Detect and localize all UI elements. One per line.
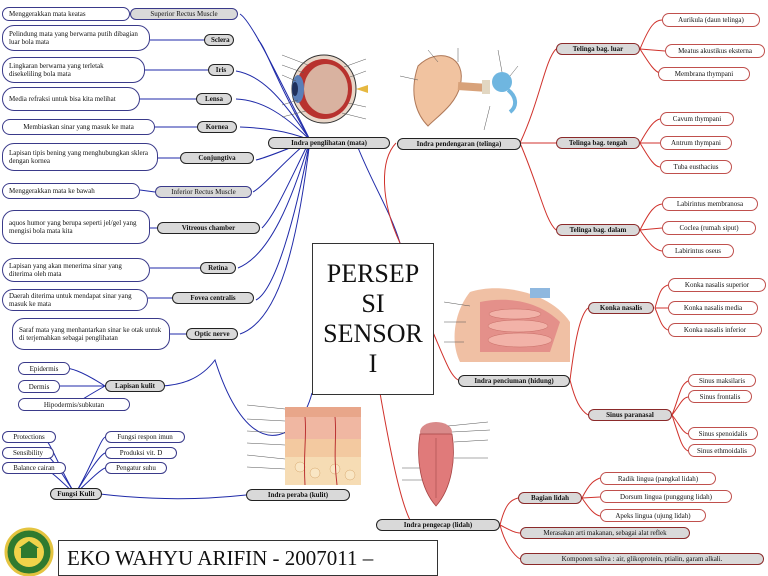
nose-sinus-spenoidalis: Sinus spenoidalis [688,427,758,440]
title-line-4: I [368,349,378,378]
eye-tag-kornea: Kornea [197,121,237,133]
eye-tag-lensa: Lensa [196,93,232,105]
author-banner: EKO WAHYU ARIFIN - 2007011 – [58,540,438,576]
tongue-extra-saliva: Komponen saliva : air, glikoprotein, pti… [520,553,764,565]
eye-tag-retina: Retina [200,262,236,274]
skin-fungsi-sensibility: Sensibility [2,447,54,459]
nose-konka-media: Konka nasalis media [668,301,758,315]
eye-tag-optic-nerve: Optic nerve [186,328,238,340]
eye-tag-iris: Iris [208,64,234,76]
title-line-3: SENSOR [323,319,423,348]
ear-dalam-labirintus-oseus: Labirintus oseus [662,244,734,258]
eye-desc-retina: Lapisan yang akan menerima sinar yang di… [2,258,150,282]
ear-luar-membrana: Membrana thympani [658,67,750,81]
tongue-radik: Radik lingua (pangkal lidah) [600,472,716,485]
tongue-extra-fungsi: Merasakan arti makanan, sebagai alat ref… [520,527,690,539]
nose-sinus-tag: Sinus paranasal [588,409,672,421]
eye-tag-sclera: Sclera [204,34,234,46]
ear-luar-tag: Telinga bag. luar [556,43,640,55]
tongue-branch-label: Indra pengecap (lidah) [376,519,500,531]
main-title: PERSEP SI SENSOR I [323,259,423,379]
eye-tag-conjungtiva: Conjungtiva [180,152,254,164]
title-line-1: PERSEP [326,259,420,288]
nose-konka-inferior: Konka nasalis inferior [668,323,762,337]
skin-branch-label: Indra peraba (kulit) [246,489,350,501]
author-text: EKO WAHYU ARIFIN - 2007011 – [67,546,374,570]
school-logo [4,527,54,576]
eye-desc-vitreous: aquos humor yang berupa seperti jel/gel … [2,210,150,244]
nose-konka-superior: Konka nasalis superior [668,278,766,292]
eye-desc-iris: Lingkaran berwarna yang terletak disekel… [2,57,145,83]
skin-lapisan-tag: Lapisan kulit [105,380,165,392]
eye-desc-inferior-rectus: Menggerakkan mata ke bawah [2,183,140,199]
eye-desc-lensa: Media refraksi untuk bisa kita melihat [2,87,140,111]
tongue-dorsum: Dorsum lingua (punggung lidah) [600,490,732,503]
ear-illustration [399,48,519,131]
skin-fungsi-tag: Fungsi Kulit [50,488,102,500]
ear-dalam-coclea: Coclea (rumah siput) [662,221,756,235]
ear-dalam-labirintus-membranosa: Labirintus membranosa [662,197,758,211]
skin-fungsi-balance: Balance cairan [2,462,66,474]
eye-branch-label: Indra penglihatan (mata) [268,137,390,149]
skin-fungsi-vitd: Produksi vit. D [105,447,177,459]
skin-fungsi-suhu: Pengatur suhu [105,462,167,474]
nose-illustration [443,288,570,362]
skin-illustration [246,404,361,486]
skin-fungsi-protections: Protections [2,431,56,443]
nose-branch-label: Indra penciuman (hidung) [458,375,570,387]
tongue-apeks: Apeks lingua (ujung lidah) [600,509,706,522]
eye-desc-kornea: Membiaskan sinar yang masuk ke mata [2,119,155,135]
ear-branch-label: Indra pendengaran (telinga) [397,138,521,150]
eye-tag-vitreous: Vitreous chamber [157,222,260,234]
skin-fungsi-imun: Fungsi respon imun [105,431,185,443]
ear-dalam-tag: Telinga bag. dalam [556,224,640,236]
ear-tengah-tag: Telinga bag. tengah [556,137,640,149]
eye-desc-optic-nerve: Saraf mata yang menhantarkan sinar ke ot… [12,318,170,350]
nose-sinus-frontalis: Sinus frontalis [688,390,752,403]
eye-tag-superior-rectus: Superior Rectus Muscle [130,8,238,20]
skin-layer-dermis: Dermis [18,380,60,393]
eye-desc-fovea: Daerah diterima untuk mendapat sinar yan… [2,289,148,311]
title-line-2: SI [361,289,385,318]
ear-tengah-tuba: Tuba eusthacius [660,160,732,174]
skin-layer-hipodermis: Hipodermis/subkutan [18,398,130,411]
nose-sinus-maksilaris: Sinus maksilaris [688,374,756,387]
ear-tengah-antrum: Antrum thympani [660,136,732,150]
eye-illustration [281,54,368,124]
ear-tengah-cavum: Cavum thympani [660,112,734,126]
nose-konka-tag: Konka nasalis [588,302,654,314]
eye-desc-superior-rectus: Menggerakkan mata keatas [2,7,130,21]
tongue-illustration [402,421,491,507]
eye-tag-fovea: Fovea centralis [172,292,254,304]
eye-desc-conjungtiva: Lapisan tipis bening yang menghubungkan … [2,143,158,171]
nose-sinus-ethmoidalis: Sinus ethmoidalis [688,444,756,457]
ear-luar-aurikula: Aurikula (daun telinga) [662,13,760,27]
tongue-bagian-tag: Bagian lidah [518,492,582,504]
skin-layer-epidermis: Epidermis [18,362,70,375]
eye-desc-sclera: Pelindung mata yang berwarna putih dibag… [2,25,150,51]
main-title-box: PERSEP SI SENSOR I [312,243,434,395]
ear-luar-meatus: Meatus akustikus eksterna [665,44,765,58]
eye-tag-inferior-rectus: Inferior Rectus Muscle [155,186,252,198]
